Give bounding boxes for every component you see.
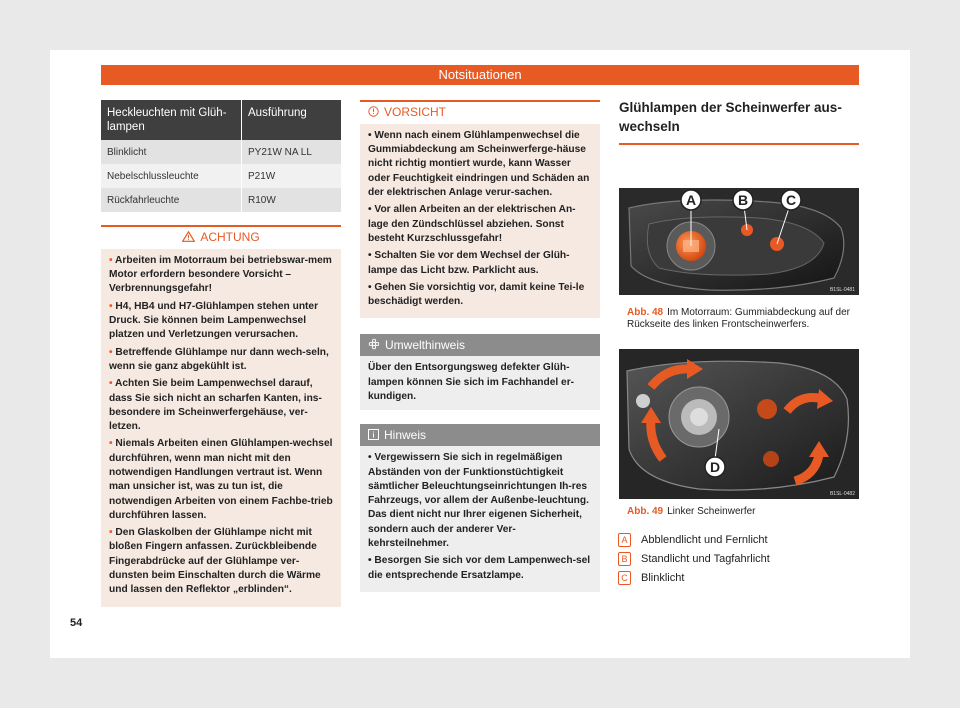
callout-d: D — [710, 459, 720, 475]
list-item: • Gehen Sie vorsichtig vor, damit keine … — [368, 281, 585, 308]
list-item: • Achten Sie beim Lampenwechsel darauf, … — [109, 378, 322, 433]
callout-a: A — [686, 192, 696, 208]
list-item: • Arbeiten im Motorraum bei betriebswar-… — [109, 254, 332, 295]
figure2-caption-text: Linker Scheinwerfer — [667, 506, 756, 517]
vorsicht-header: VORSICHT — [360, 102, 600, 124]
list-item: C Blinklicht — [618, 568, 770, 587]
umwelt-header: Umwelthinweis — [360, 334, 600, 357]
figure-headlight-left: D B1SL-0482 — [619, 349, 859, 499]
table-cell: P21W — [241, 164, 341, 188]
table-header-version: Ausführung — [241, 100, 341, 140]
callout-b: B — [738, 192, 748, 208]
page-number: 54 — [70, 617, 83, 629]
list-item: A Abblendlicht und Fernlicht — [618, 530, 770, 549]
chapter-header: Notsituationen — [101, 65, 859, 85]
list-item: • Besorgen Sie sich vor dem Lampenwech-s… — [368, 555, 591, 581]
vorsicht-box: VORSICHT • Wenn nach einem Glühlampenwec… — [360, 100, 600, 319]
table-cell: Blinklicht — [101, 140, 242, 164]
table-cell: Rückfahrleuchte — [101, 188, 242, 212]
warning-triangle-icon — [181, 230, 196, 245]
column-right: Glühlampen der Scheinwerfer aus-wechseln — [619, 98, 859, 145]
achtung-body: • Arbeiten im Motorraum bei betriebswar-… — [101, 249, 341, 607]
list-item: B Standlicht und Tagfahrlicht — [618, 549, 770, 568]
info-square-icon — [368, 428, 379, 444]
achtung-header: ACHTUNG — [101, 227, 341, 249]
legend-text: Blinklicht — [641, 571, 685, 584]
hinweis-body: • Vergewissern Sie sich in regelmäßigen … — [360, 446, 600, 592]
hinweis-title: Hinweis — [384, 428, 427, 443]
legend-text: Standlicht und Tagfahrlicht — [641, 552, 770, 565]
legend-key: B — [618, 551, 631, 566]
figure-code: B1SL-0482 — [829, 491, 855, 497]
column-left: Heckleuchten mit Glüh-lampen Ausführung … — [101, 100, 341, 607]
section-title: Glühlampen der Scheinwerfer aus-wechseln — [619, 98, 859, 145]
table-row: Blinklicht PY21W NA LL — [101, 140, 341, 164]
hinweis-header: Hinweis — [360, 424, 600, 447]
figure1-caption-text: Im Motorraum: Gummiabdeckung auf der Rüc… — [627, 307, 850, 330]
legend-key: A — [618, 532, 631, 547]
column-middle: VORSICHT • Wenn nach einem Glühlampenwec… — [360, 100, 600, 592]
list-item: • Den Glaskolben der Glühlampe nicht mit… — [109, 527, 321, 596]
umwelt-body: Über den Entsorgungsweg defekter Glüh-la… — [360, 356, 600, 410]
umwelt-title: Umwelthinweis — [385, 338, 466, 353]
figure1-caption-number: Abb. 48 — [627, 307, 664, 318]
flower-icon — [368, 338, 380, 354]
list-item: • H4, HB4 und H7-Glühlampen stehen unter… — [109, 300, 319, 341]
table-cell: PY21W NA LL — [241, 140, 341, 164]
list-item: • Vergewissern Sie sich in regelmäßigen … — [368, 452, 589, 550]
figure-headlight-rear: A B C B1SL-0481 — [619, 188, 859, 295]
list-item: • Betreffende Glühlampe nur dann wech-se… — [109, 346, 329, 372]
achtung-box: ACHTUNG • Arbeiten im Motorraum bei betr… — [101, 225, 341, 607]
bulb-legend: A Abblendlicht und Fernlicht B Standlicht … — [618, 530, 770, 587]
umwelt-box: Umwelthinweis Über den Entsorgungsweg de… — [360, 334, 600, 411]
table-row: Rückfahrleuchte R10W — [101, 188, 341, 212]
figure-code: B1SL-0481 — [829, 287, 855, 293]
table-row: Nebelschlussleuchte P21W — [101, 164, 341, 188]
list-item: • Niemals Arbeiten einen Glühlampen-wech… — [109, 438, 333, 521]
table-cell: R10W — [241, 188, 341, 212]
list-item: • Vor allen Arbeiten an der elektrischen… — [368, 204, 576, 244]
list-item: • Wenn nach einem Glühlampenwechsel die … — [368, 129, 590, 199]
legend-key: C — [618, 570, 631, 585]
table-cell: Nebelschlussleuchte — [101, 164, 242, 188]
figure2-caption-number: Abb. 49 — [627, 506, 664, 517]
bulb-table: Heckleuchten mit Glüh-lampen Ausführung … — [101, 100, 341, 212]
vorsicht-body: • Wenn nach einem Glühlampenwechsel die … — [360, 124, 600, 319]
legend-text: Abblendlicht und Fernlicht — [641, 533, 768, 546]
achtung-title: ACHTUNG — [200, 230, 260, 244]
info-circle-icon — [368, 106, 379, 120]
vorsicht-title: VORSICHT — [384, 105, 447, 119]
callout-c: C — [786, 192, 796, 208]
headlight-rear-illustration: A B C — [619, 188, 859, 295]
hinweis-box: Hinweis • Vergewissern Sie sich in regel… — [360, 424, 600, 592]
table-header-type: Heckleuchten mit Glüh-lampen — [101, 100, 242, 140]
headlight-left-illustration: D — [619, 349, 859, 499]
list-item: • Schalten Sie vor dem Wechsel der Glüh-… — [368, 250, 570, 276]
umwelt-text: Über den Entsorgungsweg defekter Glüh-la… — [368, 362, 575, 402]
